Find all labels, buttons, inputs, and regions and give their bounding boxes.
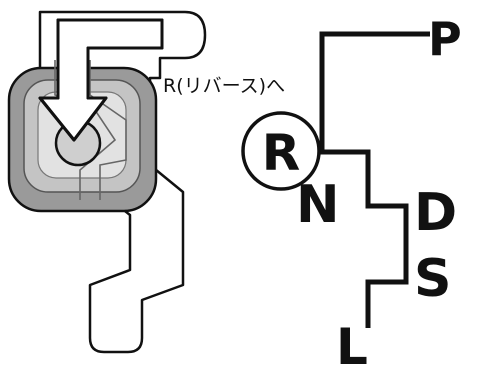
highlighted-position-circle bbox=[241, 111, 321, 191]
caption-label: R(リバース)へ bbox=[163, 75, 285, 97]
position-n-label: N bbox=[296, 175, 340, 235]
shift-gate-pattern bbox=[241, 31, 430, 328]
gate-slot-through-knob-2 bbox=[54, 60, 117, 200]
direction-arrow-outline bbox=[38, 18, 164, 142]
position-d-label: D bbox=[414, 183, 457, 243]
shift-lever-illustration bbox=[7, 10, 207, 354]
position-r-label: R bbox=[262, 124, 301, 182]
gate-line bbox=[319, 31, 430, 328]
gate-slot-through-knob bbox=[89, 60, 127, 200]
position-l-label: L bbox=[336, 318, 368, 370]
position-p-label: P bbox=[428, 12, 462, 66]
position-s-label: S bbox=[414, 249, 451, 309]
